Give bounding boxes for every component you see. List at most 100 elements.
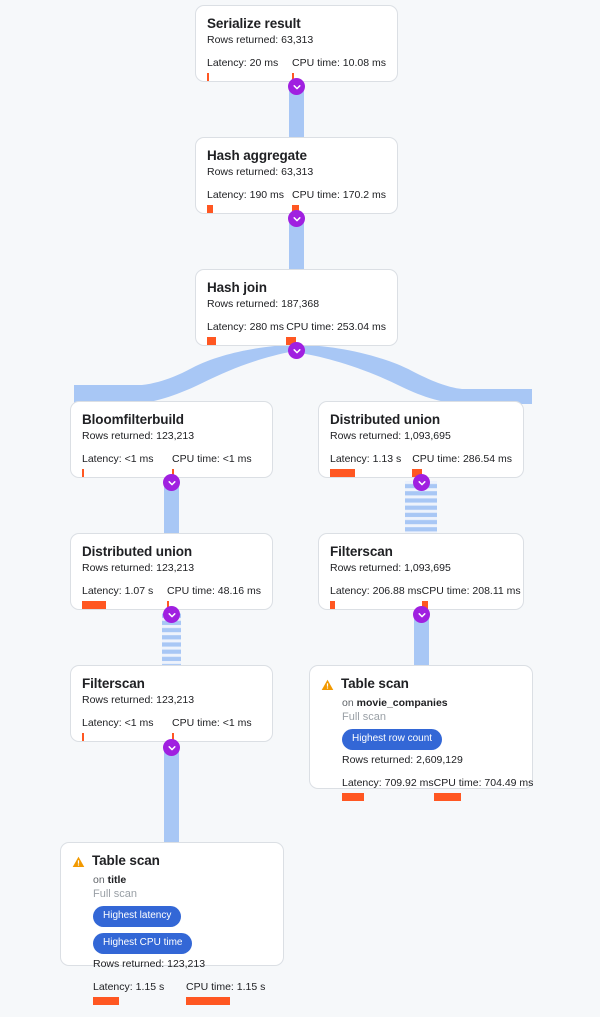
latency-bar <box>82 601 106 609</box>
plan-node-hash-join[interactable]: Hash join Rows returned: 187,368 Latency… <box>195 269 398 346</box>
plan-node-serialize-result[interactable]: Serialize result Rows returned: 63,313 L… <box>195 5 398 82</box>
latency-metric: Latency: <1 ms <box>82 453 172 477</box>
node-title: Distributed union <box>82 544 193 559</box>
cpu-label: CPU time: 704.49 ms <box>433 777 534 789</box>
collapse-toggle-filterscan-right[interactable] <box>413 606 430 623</box>
cpu-metric: CPU time: 286.54 ms <box>412 453 512 477</box>
cpu-bar <box>186 997 230 1005</box>
latency-bar <box>82 733 84 741</box>
badge-highest-cpu-time[interactable]: Highest CPU time <box>93 933 193 954</box>
warning-triangle-icon <box>72 855 85 873</box>
chevron-down-icon <box>167 745 176 750</box>
node-metrics: Latency: 190 ms CPU time: 170.2 ms <box>207 189 386 213</box>
latency-bar <box>207 73 209 81</box>
cpu-label: CPU time: 170.2 ms <box>292 189 386 201</box>
latency-metric: Latency: 1.15 s <box>93 981 186 1005</box>
edge-hashjoin-to-bloomfilterbuild <box>74 345 294 403</box>
cpu-metric: CPU time: <1 ms <box>172 717 252 741</box>
plan-node-table-scan-movie-companies[interactable]: Table scan on movie_companies Full scan … <box>309 665 533 801</box>
on-prefix: on <box>93 874 108 886</box>
collapse-toggle-bloomfilterbuild[interactable] <box>163 474 180 491</box>
collapse-toggle-hash-aggregate[interactable] <box>288 210 305 227</box>
node-header: Distributed union <box>82 544 261 560</box>
rows-returned: Rows returned: 123,213 <box>93 958 206 970</box>
node-title: Filterscan <box>82 676 145 691</box>
rows-returned: Rows returned: 1,093,695 <box>330 430 451 442</box>
on-prefix: on <box>342 697 357 709</box>
cpu-metric: CPU time: <1 ms <box>172 453 252 477</box>
plan-node-hash-aggregate[interactable]: Hash aggregate Rows returned: 63,313 Lat… <box>195 137 398 214</box>
cpu-label: CPU time: <1 ms <box>172 717 252 729</box>
node-header: Table scan <box>72 853 272 873</box>
plan-node-distributed-union-left[interactable]: Distributed union Rows returned: 123,213… <box>70 533 273 610</box>
node-title: Table scan <box>341 676 409 691</box>
chevron-down-icon <box>167 480 176 485</box>
table-name: movie_companies <box>356 697 448 709</box>
node-header-text: Table scan <box>341 676 409 692</box>
chevron-down-icon <box>292 84 301 89</box>
node-title: Table scan <box>92 853 160 868</box>
cpu-bar <box>167 601 170 609</box>
plan-node-distributed-union-right[interactable]: Distributed union Rows returned: 1,093,6… <box>318 401 524 478</box>
cpu-label: CPU time: 48.16 ms <box>167 585 261 597</box>
rows-returned: Rows returned: 123,213 <box>82 430 195 442</box>
latency-bar <box>330 469 355 477</box>
latency-bar <box>207 205 213 213</box>
collapse-toggle-distributed-union-right[interactable] <box>413 474 430 491</box>
rows-returned: Rows returned: 123,213 <box>82 562 195 574</box>
edge-filterscan-to-tablescan-title <box>164 746 179 843</box>
node-header: Serialize result <box>207 16 386 32</box>
cpu-metric: CPU time: 10.08 ms <box>292 57 386 81</box>
cpu-label: CPU time: 10.08 ms <box>292 57 386 69</box>
latency-bar <box>330 601 335 609</box>
node-header: Filterscan <box>330 544 512 560</box>
rows-returned: Rows returned: 2,609,129 <box>342 754 463 766</box>
chevron-down-icon <box>417 612 426 617</box>
latency-metric: Latency: 206.88 ms <box>330 585 422 609</box>
latency-label: Latency: 1.15 s <box>93 981 165 993</box>
node-metrics: Latency: 709.92 ms CPU time: 704.49 ms <box>342 777 533 801</box>
scan-type: Full scan <box>93 888 138 900</box>
plan-node-filterscan-left[interactable]: Filterscan Rows returned: 123,213 Latenc… <box>70 665 273 742</box>
collapse-toggle-filterscan-left[interactable] <box>163 739 180 756</box>
scan-type: Full scan <box>342 711 387 723</box>
cpu-label: CPU time: 208.11 ms <box>421 585 521 597</box>
node-title: Serialize result <box>207 16 301 31</box>
latency-bar <box>207 337 216 345</box>
cpu-bar <box>421 601 428 609</box>
latency-label: Latency: 280 ms <box>207 321 285 333</box>
node-title: Hash aggregate <box>207 148 307 163</box>
plan-node-table-scan-title[interactable]: Table scan on title Full scan Highest la… <box>60 842 284 1005</box>
node-title: Filterscan <box>330 544 393 559</box>
latency-metric: Latency: 1.13 s <box>330 453 412 477</box>
table-name: title <box>107 874 127 886</box>
plan-node-bloomfilterbuild[interactable]: Bloomfilterbuild Rows returned: 123,213 … <box>70 401 273 478</box>
rows-returned: Rows returned: 123,213 <box>82 694 195 706</box>
collapse-toggle-serialize-result[interactable] <box>288 78 305 95</box>
node-metrics: Latency: 1.15 s CPU time: 1.15 s <box>93 981 272 1005</box>
node-metrics: Latency: 280 ms CPU time: 253.04 ms <box>207 321 386 345</box>
chevron-down-icon <box>292 348 301 353</box>
chevron-down-icon <box>417 480 426 485</box>
badge-list: Highest latency Highest CPU time <box>93 906 272 954</box>
cpu-bar <box>172 733 174 741</box>
latency-label: Latency: 1.07 s <box>82 585 154 597</box>
warning-triangle-icon <box>321 678 334 696</box>
badge-highest-row-count[interactable]: Highest row count <box>342 729 443 750</box>
chevron-down-icon <box>292 216 301 221</box>
node-title: Hash join <box>207 280 267 295</box>
collapse-toggle-distributed-union-left[interactable] <box>163 606 180 623</box>
latency-label: Latency: 190 ms <box>207 189 285 201</box>
badge-highest-latency[interactable]: Highest latency <box>93 906 182 927</box>
cpu-metric: CPU time: 208.11 ms <box>421 585 521 609</box>
cpu-metric: CPU time: 48.16 ms <box>167 585 261 609</box>
node-metrics: Latency: 206.88 ms CPU time: 208.11 ms <box>330 585 521 609</box>
cpu-bar <box>292 73 295 81</box>
plan-node-filterscan-right[interactable]: Filterscan Rows returned: 1,093,695 Late… <box>318 533 524 610</box>
latency-metric: Latency: <1 ms <box>82 717 172 741</box>
collapse-toggle-hash-join[interactable] <box>288 342 305 359</box>
badge-list: Highest row count <box>342 729 521 750</box>
edge-hashjoin-to-distributedunion-right <box>300 345 532 404</box>
cpu-metric: CPU time: 1.15 s <box>186 981 265 1005</box>
